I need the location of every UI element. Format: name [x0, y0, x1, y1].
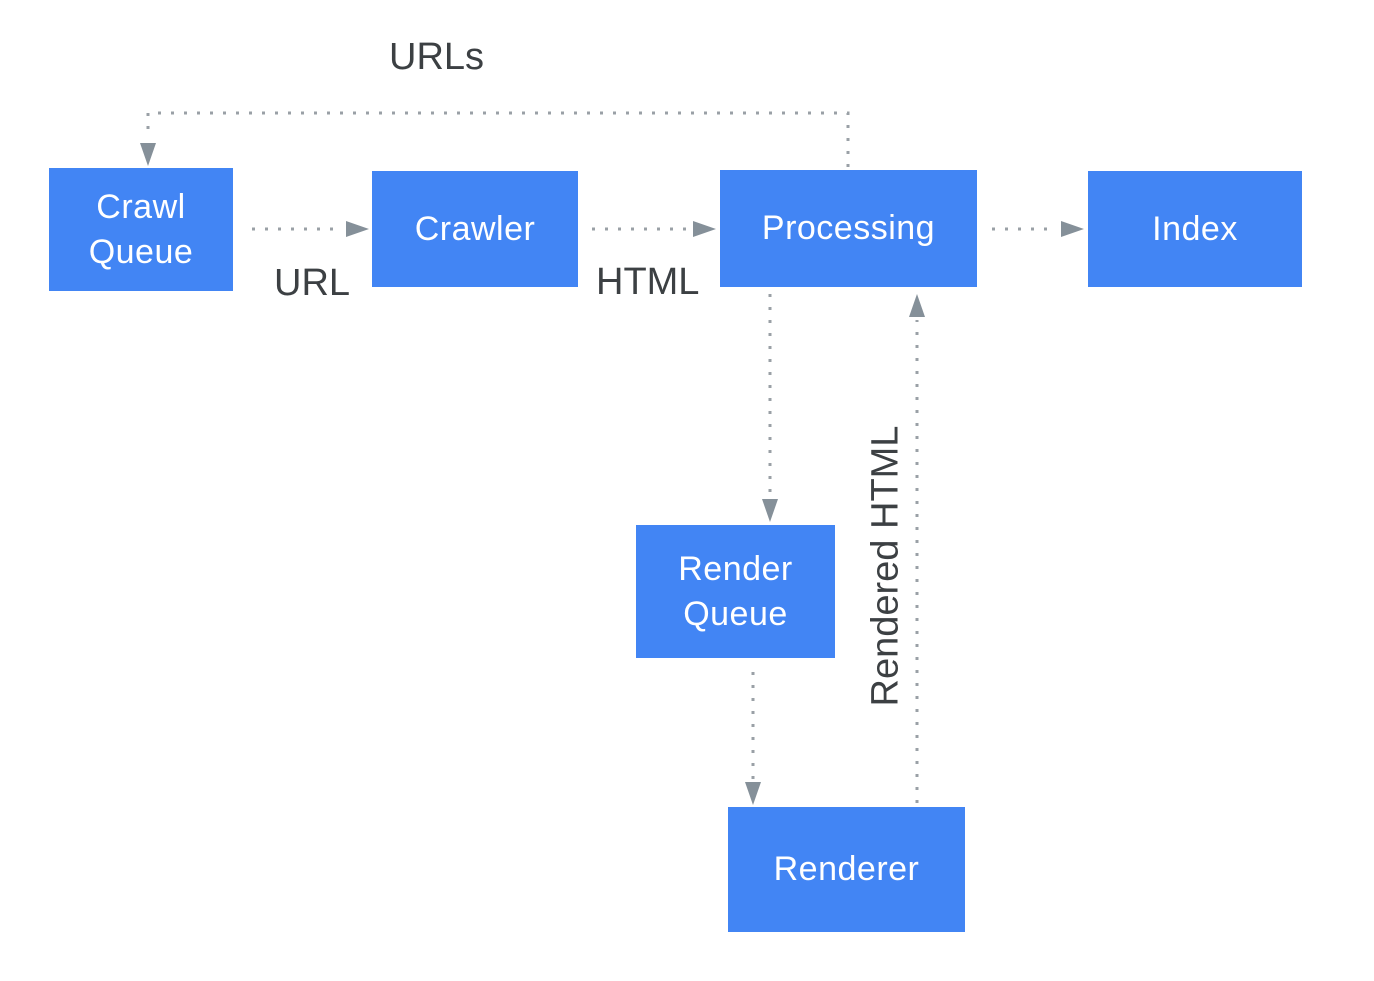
- node-index-label: Index: [1152, 209, 1238, 248]
- edge-processing-to-index: [992, 221, 1084, 237]
- node-render-queue: Render Queue: [636, 525, 835, 658]
- edge-crawler-to-processing: [592, 221, 716, 237]
- edge-crawl-queue-to-crawler: [252, 221, 369, 237]
- node-index: Index: [1088, 171, 1302, 287]
- edge-processing-to-render-queue: [762, 294, 778, 522]
- node-crawler-label: Crawler: [414, 209, 536, 248]
- node-processing: Processing: [720, 170, 977, 287]
- edge-label-html: HTML: [596, 261, 700, 303]
- edge-label-url: URL: [274, 262, 351, 304]
- node-processing-label: Processing: [761, 209, 936, 248]
- node-crawl-queue-label: Crawl Queue: [88, 187, 194, 271]
- edge-renderer-to-processing: [909, 294, 925, 803]
- node-render-queue-label: Render Queue: [678, 549, 793, 633]
- node-renderer: Renderer: [728, 807, 965, 932]
- edge-processing-to-crawl-queue: [140, 111, 850, 167]
- edge-label-rendered-html: Rendered HTML: [864, 425, 907, 707]
- node-renderer-label: Renderer: [773, 850, 920, 889]
- edge-render-queue-to-renderer: [745, 672, 761, 805]
- node-crawl-queue: Crawl Queue: [49, 168, 233, 291]
- edge-label-urls: URLs: [389, 36, 485, 78]
- node-crawler: Crawler: [372, 171, 578, 287]
